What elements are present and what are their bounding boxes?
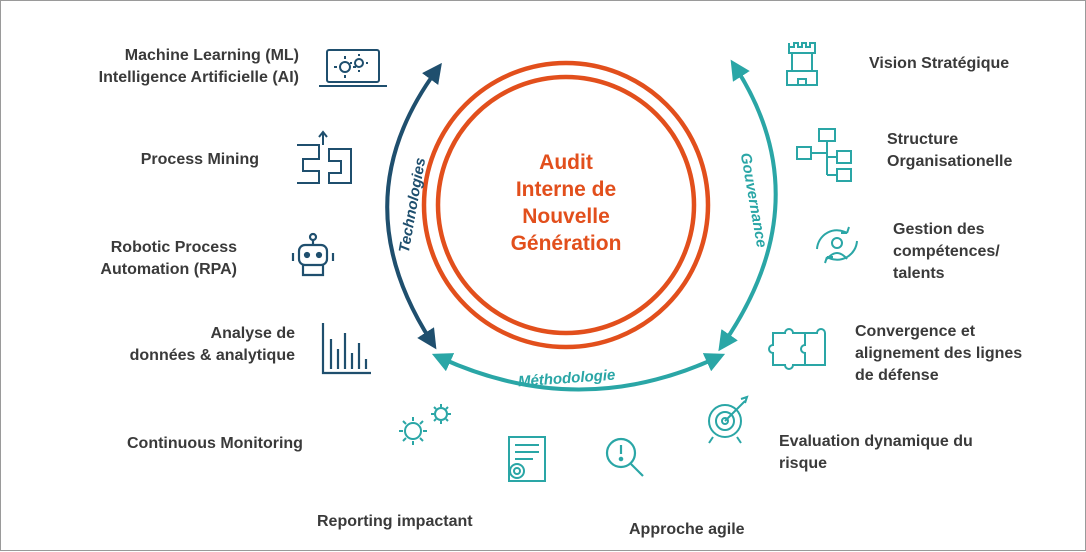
flowchart-icon	[297, 130, 352, 184]
laptop-gears-icon	[319, 49, 387, 87]
methodologie-arc	[431, 353, 726, 392]
label-line: Machine Learning (ML)	[124, 47, 299, 64]
vision-label: Vision Stratégique	[869, 53, 1009, 75]
label-line: Automation (RPA)	[100, 261, 237, 278]
label-line: Evaluation dynamique du	[779, 433, 973, 450]
label-line: de défense	[855, 367, 939, 384]
label-line: Intelligence Artificielle (AI)	[98, 69, 299, 86]
certificate-document-icon	[508, 436, 546, 482]
structure-label: Structure Organisationelle	[887, 129, 1012, 173]
reporting-label: Reporting impactant	[317, 511, 473, 533]
label-line: Continuous Monitoring	[127, 435, 303, 452]
label-line: Robotic Process	[110, 239, 237, 256]
agile-label: Approche agile	[629, 519, 745, 541]
risque-label: Evaluation dynamique du risque	[779, 431, 973, 475]
label-line: compétences/	[893, 243, 1000, 260]
convergence-label: Convergence et alignement des lignes de …	[855, 321, 1022, 387]
gouvernance-label: Gouvernance	[737, 152, 770, 249]
center-line: Nouvelle	[522, 205, 610, 228]
center-title: Audit Interne de Nouvelle Génération	[471, 149, 661, 257]
methodologie-label: Méthodologie	[517, 367, 615, 391]
label-line: Approche agile	[629, 521, 745, 538]
analytics-label: Analyse de données & analytique	[130, 323, 295, 367]
puzzle-icon	[768, 328, 826, 370]
label-line: Structure	[887, 131, 959, 148]
label-line: Analyse de	[210, 325, 295, 342]
label-line: Convergence et	[855, 323, 976, 340]
label-line: talents	[893, 265, 945, 282]
bar-chart-icon	[321, 323, 371, 375]
center-line: Audit	[539, 151, 593, 174]
org-chart-icon	[796, 128, 852, 182]
center-line: Génération	[510, 232, 622, 255]
label-line: Reporting impactant	[317, 513, 473, 530]
continuous-monitoring-label: Continuous Monitoring	[127, 433, 303, 455]
label-line: données & analytique	[129, 347, 295, 364]
castle-tower-icon	[786, 42, 818, 86]
person-cycle-icon	[816, 226, 858, 264]
magnifier-exclamation-icon	[605, 437, 644, 477]
center-line: Interne de	[515, 178, 617, 201]
competences-label: Gestion des compétences/ talents	[893, 219, 1000, 285]
label-line: alignement des lignes	[855, 345, 1023, 362]
label-line: Gestion des	[893, 221, 985, 238]
gears-icon	[399, 404, 451, 445]
process-mining-label: Process Mining	[141, 149, 259, 171]
technologies-arc	[385, 62, 442, 350]
robot-icon	[291, 232, 335, 277]
label-line: Organisationelle	[887, 153, 1013, 170]
gouvernance-arc	[718, 59, 778, 352]
rpa-label: Robotic Process Automation (RPA)	[100, 237, 237, 281]
label-line: Vision Stratégique	[869, 55, 1010, 72]
target-arrow-icon	[708, 395, 749, 444]
ml-ai-label: Machine Learning (ML) Intelligence Artif…	[99, 45, 299, 89]
label-line: Process Mining	[140, 151, 259, 168]
label-line: risque	[779, 455, 828, 472]
